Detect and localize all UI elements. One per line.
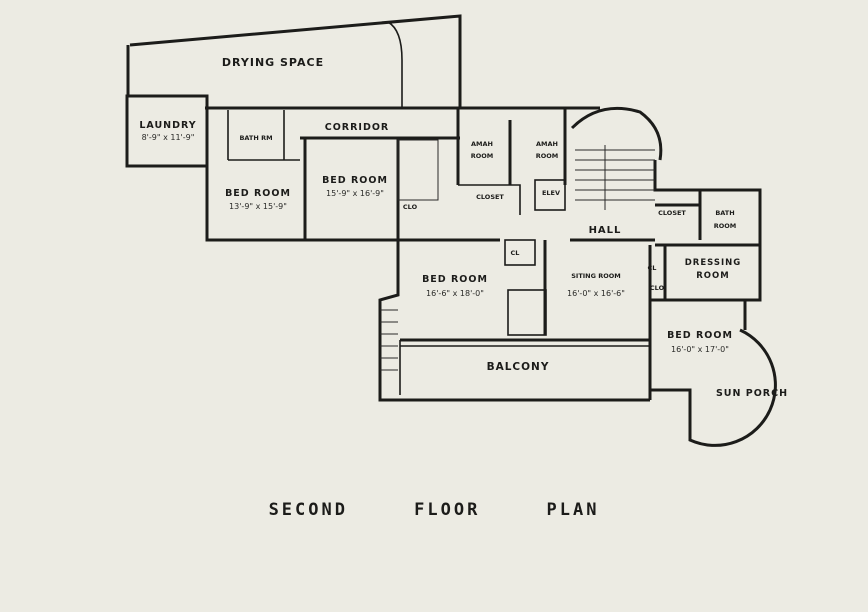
label-bath-rm: BATH RM	[239, 134, 272, 142]
label-clo-2: CLO	[650, 284, 665, 292]
label-elev: ELEV	[542, 189, 560, 197]
room-labels: DRYING SPACE LAUNDRY 8'-9" x 11'-9" BATH…	[139, 56, 788, 399]
label-sun-porch: SUN PORCH	[716, 388, 788, 399]
plan-title: SECOND FLOOR PLAN	[268, 500, 600, 520]
label-bed-room-4-dims: 16'-0" x 17'-0"	[671, 345, 729, 354]
label-cl-2: CL	[648, 264, 657, 272]
label-bed-room-4: BED ROOM	[667, 330, 733, 341]
label-sitting-room: SITING ROOM	[571, 272, 621, 280]
label-bed-room-2: BED ROOM	[322, 175, 388, 186]
label-bed-room-3: BED ROOM	[422, 274, 488, 285]
label-hall: HALL	[589, 225, 622, 236]
label-bath-room-line1: BATH	[715, 209, 734, 217]
exterior-walls	[125, 14, 777, 447]
label-closet-2: CLOSET	[658, 209, 686, 217]
label-closet-1: CLOSET	[476, 193, 504, 201]
label-bed-room-1: BED ROOM	[225, 188, 291, 199]
label-bed-room-2-dims: 15'-9" x 16'-9"	[326, 189, 384, 198]
label-corridor: CORRIDOR	[325, 122, 390, 133]
label-clo-1: CLO	[403, 203, 418, 211]
label-laundry: LAUNDRY	[139, 120, 196, 131]
label-laundry-dims: 8'-9" x 11'-9"	[142, 133, 195, 142]
label-dressing-room-line2: ROOM	[696, 271, 729, 281]
label-bed-room-3-dims: 16'-6" x 18'-0"	[426, 289, 484, 298]
label-amah-room-2-line1: AMAH	[536, 140, 558, 148]
exterior-stair	[380, 309, 398, 371]
label-cl-1: CL	[511, 249, 520, 257]
label-bed-room-1-dims: 13'-9" x 15'-9"	[229, 202, 287, 211]
label-drying-space: DRYING SPACE	[222, 56, 324, 69]
main-stair	[575, 145, 655, 210]
label-amah-room-1-line2: ROOM	[471, 152, 494, 160]
label-bath-room-line2: ROOM	[714, 222, 737, 230]
label-sitting-room-dims: 16'-0" x 16'-6"	[567, 289, 625, 298]
label-amah-room-2-line2: ROOM	[536, 152, 559, 160]
label-dressing-room-line1: DRESSING	[685, 258, 742, 268]
interior-walls	[227, 108, 760, 400]
label-amah-room-1-line1: AMAH	[471, 140, 493, 148]
label-balcony: BALCONY	[487, 361, 550, 373]
